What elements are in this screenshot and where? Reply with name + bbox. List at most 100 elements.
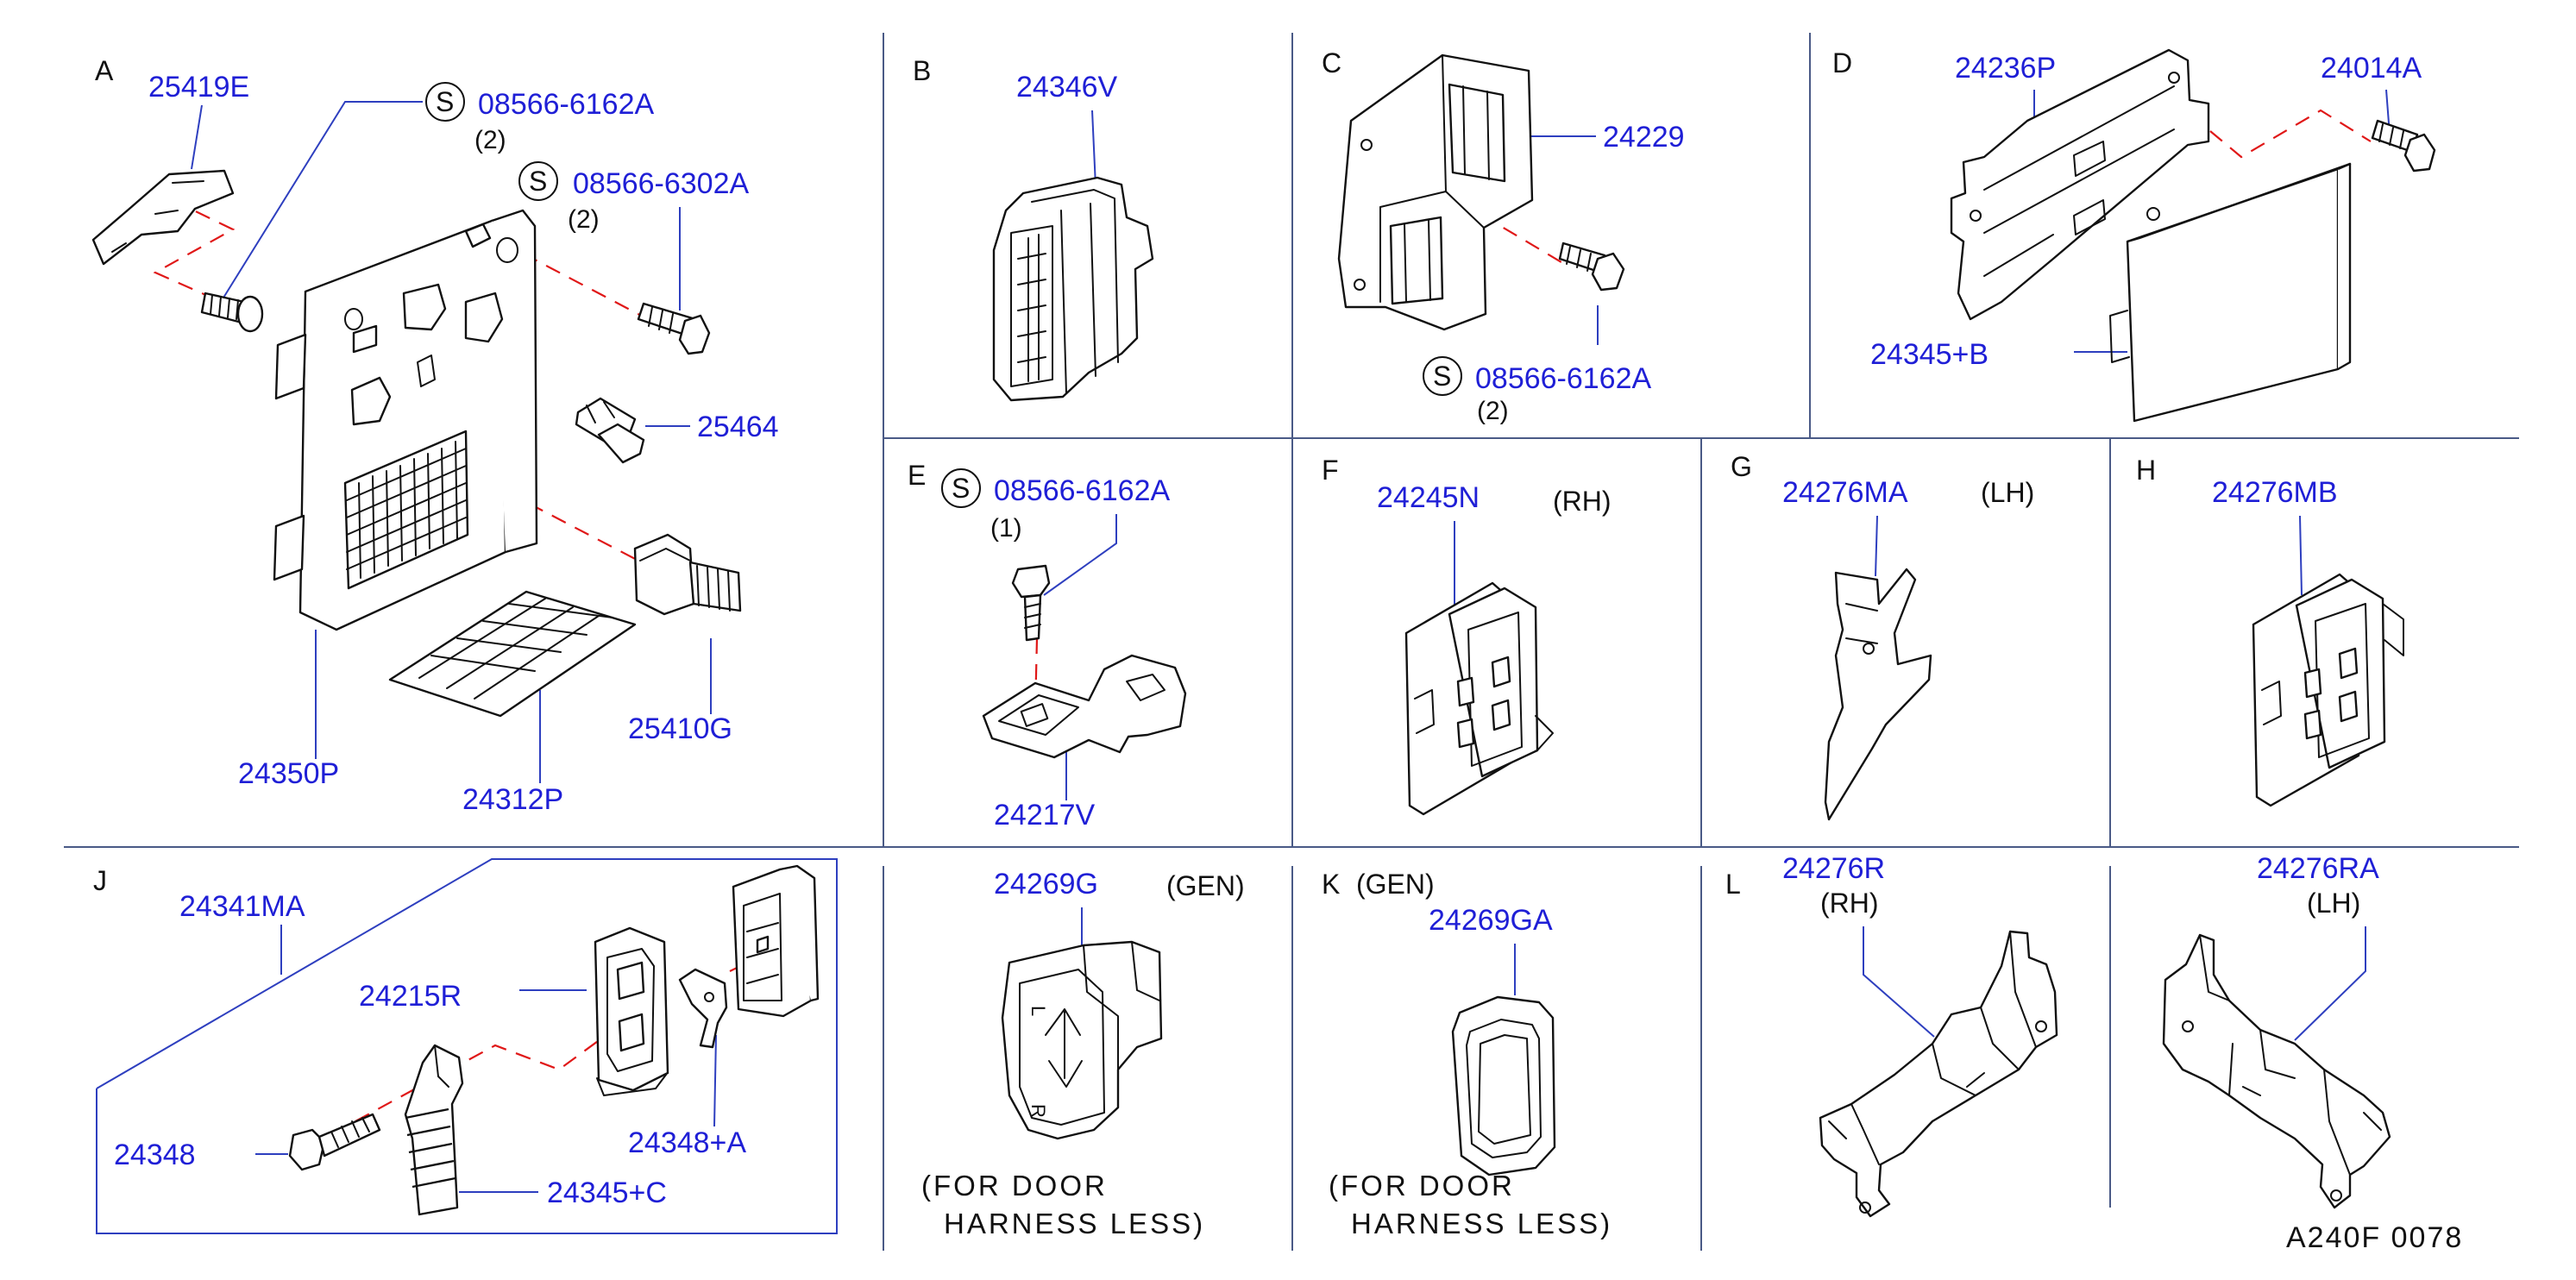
- note-line: HARNESS LESS): [944, 1208, 1205, 1239]
- fuse-cover-24312p[interactable]: [388, 590, 637, 718]
- part-number[interactable]: 24269GA: [1429, 904, 1553, 937]
- section-letter: G: [1731, 451, 1752, 482]
- variant-tag: (GEN): [1356, 869, 1435, 900]
- part-number[interactable]: 24276RA: [2257, 852, 2379, 885]
- note-line: HARNESS LESS): [1351, 1208, 1612, 1239]
- part-number[interactable]: 24276R: [1782, 852, 1885, 885]
- screw-s-symbol: S: [1433, 361, 1451, 392]
- screw-icon[interactable]: [200, 292, 264, 333]
- section-letter: J: [93, 865, 107, 896]
- connector-25410g[interactable]: [633, 533, 742, 616]
- part-number[interactable]: 24229: [1603, 121, 1685, 154]
- connector-24346v[interactable]: [992, 176, 1154, 402]
- bracket-24229[interactable]: [1337, 53, 1534, 331]
- quantity: (2): [474, 126, 506, 154]
- part-number[interactable]: 24236P: [1955, 52, 2056, 85]
- section-l: L 24276R (RH) 24276RA (LH): [1725, 852, 2391, 1218]
- svg-text:R: R: [1027, 1104, 1049, 1118]
- section-letter: A: [95, 55, 114, 86]
- bracket-25419e[interactable]: [91, 169, 235, 266]
- part-number[interactable]: 08566-6162A: [478, 88, 655, 121]
- part-number[interactable]: 24276MA: [1782, 476, 1908, 509]
- part-number[interactable]: 25410G: [628, 712, 732, 745]
- part-number[interactable]: 24345+B: [1870, 338, 1989, 371]
- svg-text:L: L: [1027, 1006, 1049, 1016]
- section-grid: [64, 33, 2519, 1251]
- section-j: J 24341MA 24215R 24348+A 24348 24345+C: [93, 858, 838, 1234]
- part-number[interactable]: 25419E: [148, 71, 249, 104]
- section-letter: C: [1322, 47, 1341, 78]
- section-d: D 24236P 24014A 24345+B: [1832, 47, 2436, 423]
- screw-s-icon: [425, 82, 465, 122]
- section-g: G 24276MA (LH): [1731, 451, 2034, 821]
- screw-icon[interactable]: [288, 1113, 381, 1171]
- section-letter: E: [908, 460, 926, 491]
- part-number[interactable]: 08566-6162A: [1475, 362, 1652, 395]
- bracket-24217v[interactable]: [982, 654, 1187, 759]
- part-number[interactable]: 24341MA: [179, 890, 305, 923]
- connector-24215r[interactable]: [594, 926, 669, 1096]
- connector-24276mb[interactable]: [2252, 573, 2404, 807]
- part-number[interactable]: 08566-6162A: [994, 474, 1171, 507]
- screw-s-symbol: S: [436, 86, 454, 117]
- part-number[interactable]: 24346V: [1016, 71, 1118, 104]
- quantity: (1): [990, 514, 1022, 543]
- section-letter: B: [913, 55, 931, 86]
- fuse-25464[interactable]: [575, 397, 645, 464]
- clip-24348a[interactable]: [678, 968, 728, 1049]
- note-line: (FOR DOOR: [921, 1170, 1108, 1202]
- section-letter: K: [1322, 869, 1340, 900]
- part-number[interactable]: 24217V: [994, 799, 1096, 831]
- section-c: C 24229 S 08566-6162A (2): [1322, 47, 1685, 425]
- side-label: (LH): [2307, 888, 2360, 919]
- side-label: (RH): [1553, 486, 1612, 517]
- screw-s-symbol: S: [952, 473, 970, 504]
- part-number[interactable]: 24312P: [462, 783, 563, 816]
- junction-block-24350p[interactable]: [273, 209, 538, 631]
- screw-icon[interactable]: [1558, 242, 1625, 292]
- screw-s-icon: [518, 161, 558, 201]
- part-number[interactable]: 24348: [114, 1139, 196, 1171]
- section-a: A 25419E S 08566-6162A (2) S 08566-6302A…: [91, 55, 779, 816]
- bracket-24236p[interactable]: [1950, 48, 2210, 321]
- grommet-24269ga[interactable]: [1451, 995, 1556, 1176]
- part-number[interactable]: 24215R: [359, 980, 462, 1013]
- part-number[interactable]: 24348+A: [628, 1126, 746, 1159]
- quantity: (2): [568, 205, 600, 234]
- part-number[interactable]: 24245N: [1377, 481, 1480, 514]
- variant-tag: (GEN): [1166, 870, 1245, 901]
- connector-24341ma[interactable]: [732, 864, 820, 1018]
- section-letter: D: [1832, 47, 1852, 78]
- section-letter: H: [2136, 455, 2156, 486]
- part-number[interactable]: 24269G: [994, 868, 1098, 900]
- grommet-24345c[interactable]: [404, 1044, 464, 1216]
- screw-icon[interactable]: [1011, 564, 1051, 642]
- screw-s-icon: [1423, 356, 1462, 396]
- part-number[interactable]: 08566-6302A: [573, 167, 750, 200]
- part-number[interactable]: 24014A: [2321, 52, 2422, 85]
- quantity: (2): [1477, 397, 1509, 425]
- side-label: (RH): [1820, 888, 1879, 919]
- section-h: H 24276MB: [2136, 455, 2404, 807]
- control-unit-24345b[interactable]: [2109, 162, 2352, 423]
- note-line: (FOR DOOR: [1329, 1170, 1515, 1202]
- section-b: B 24346V: [913, 55, 1154, 402]
- drawing-reference: A240F 0078: [2286, 1221, 2463, 1254]
- screw-s-symbol: S: [529, 166, 547, 197]
- bracket-24276ma[interactable]: [1824, 568, 1932, 821]
- section-letter: L: [1725, 869, 1741, 900]
- part-number[interactable]: 24276MB: [2212, 476, 2338, 509]
- bracket-24276r[interactable]: [1819, 930, 2058, 1218]
- cap-24269g[interactable]: L R: [1001, 940, 1163, 1140]
- part-number[interactable]: 25464: [697, 411, 779, 443]
- part-number[interactable]: 24345+C: [547, 1176, 667, 1209]
- bracket-24276ra[interactable]: [2162, 933, 2391, 1209]
- screw-icon[interactable]: [637, 302, 711, 355]
- part-number[interactable]: 24350P: [238, 757, 339, 790]
- screw-s-icon: [941, 468, 981, 508]
- section-gen: 24269G (GEN) (FOR DOOR HARNESS LESS) L R: [921, 868, 1245, 1239]
- side-label: (LH): [1981, 477, 2034, 508]
- screw-icon[interactable]: [2371, 119, 2436, 173]
- connector-24245n[interactable]: [1404, 581, 1554, 816]
